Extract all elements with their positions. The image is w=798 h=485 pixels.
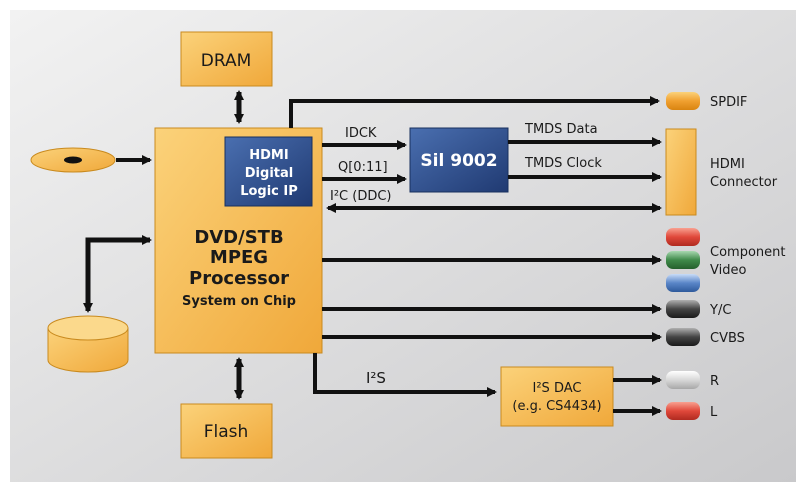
hdmi-logic-ip-block: HDMI Digital Logic IP [224, 136, 313, 207]
cvbs-plug-icon [666, 328, 700, 346]
hdmi-connector [665, 128, 697, 216]
spdif-signal-arrow [289, 96, 660, 128]
optical-disc-icon [30, 147, 116, 173]
idck-label: IDCK [345, 126, 377, 141]
hdmi-ip-line-3: Logic IP [240, 184, 298, 199]
l-label: L [710, 405, 718, 420]
processor-line-1: DVD/STB [194, 227, 283, 248]
dac-line-1: I²S DAC [533, 381, 582, 396]
processor-line-4: System on Chip [182, 294, 296, 309]
i2s-label: I²S [366, 369, 386, 387]
l-plug-icon [666, 402, 700, 420]
hdmi-label-1: HDMI [710, 157, 745, 172]
hdmi-ip-line-2: Digital [245, 166, 293, 181]
component-red-plug-icon [666, 228, 700, 246]
sil9002-label: Sil 9002 [420, 151, 497, 171]
flash-block: Flash [180, 403, 273, 459]
component-label-2: Video [710, 263, 746, 278]
processor-line-2: MPEG [210, 247, 268, 268]
cvbs-label: CVBS [710, 331, 745, 346]
component-green-plug-icon [666, 251, 700, 269]
component-label-1: Component [710, 245, 785, 260]
dac-line-2: (e.g. CS4434) [512, 399, 601, 414]
dram-block: DRAM [180, 31, 273, 87]
dram-label: DRAM [201, 51, 252, 71]
processor-block: DVD/STB MPEG Processor System on Chip [154, 127, 323, 354]
hard-disk-icon [47, 315, 129, 373]
spdif-label: SPDIF [710, 95, 747, 110]
sil9002-block: Sil 9002 [409, 127, 509, 193]
processor-line-3: Processor [189, 268, 289, 289]
i2c-label: I²C (DDC) [330, 189, 392, 204]
component-blue-plug-icon [666, 274, 700, 292]
hdmi-ip-line-1: HDMI [249, 148, 288, 163]
yc-plug-icon [666, 300, 700, 318]
storage-bus-arrow [83, 235, 152, 313]
i2s-dac-block: I²S DAC (e.g. CS4434) [500, 366, 614, 427]
q-bus-label: Q[0:11] [338, 160, 388, 175]
r-plug-icon [666, 371, 700, 389]
tmds-clock-label: TMDS Clock [524, 156, 602, 171]
i2s-arrow [313, 353, 497, 397]
tmds-data-label: TMDS Data [524, 122, 598, 137]
flash-label: Flash [204, 422, 249, 442]
hdmi-label-2: Connector [710, 175, 778, 190]
spdif-plug-icon [666, 92, 700, 110]
yc-label: Y/C [709, 303, 731, 318]
r-label: R [710, 374, 719, 389]
